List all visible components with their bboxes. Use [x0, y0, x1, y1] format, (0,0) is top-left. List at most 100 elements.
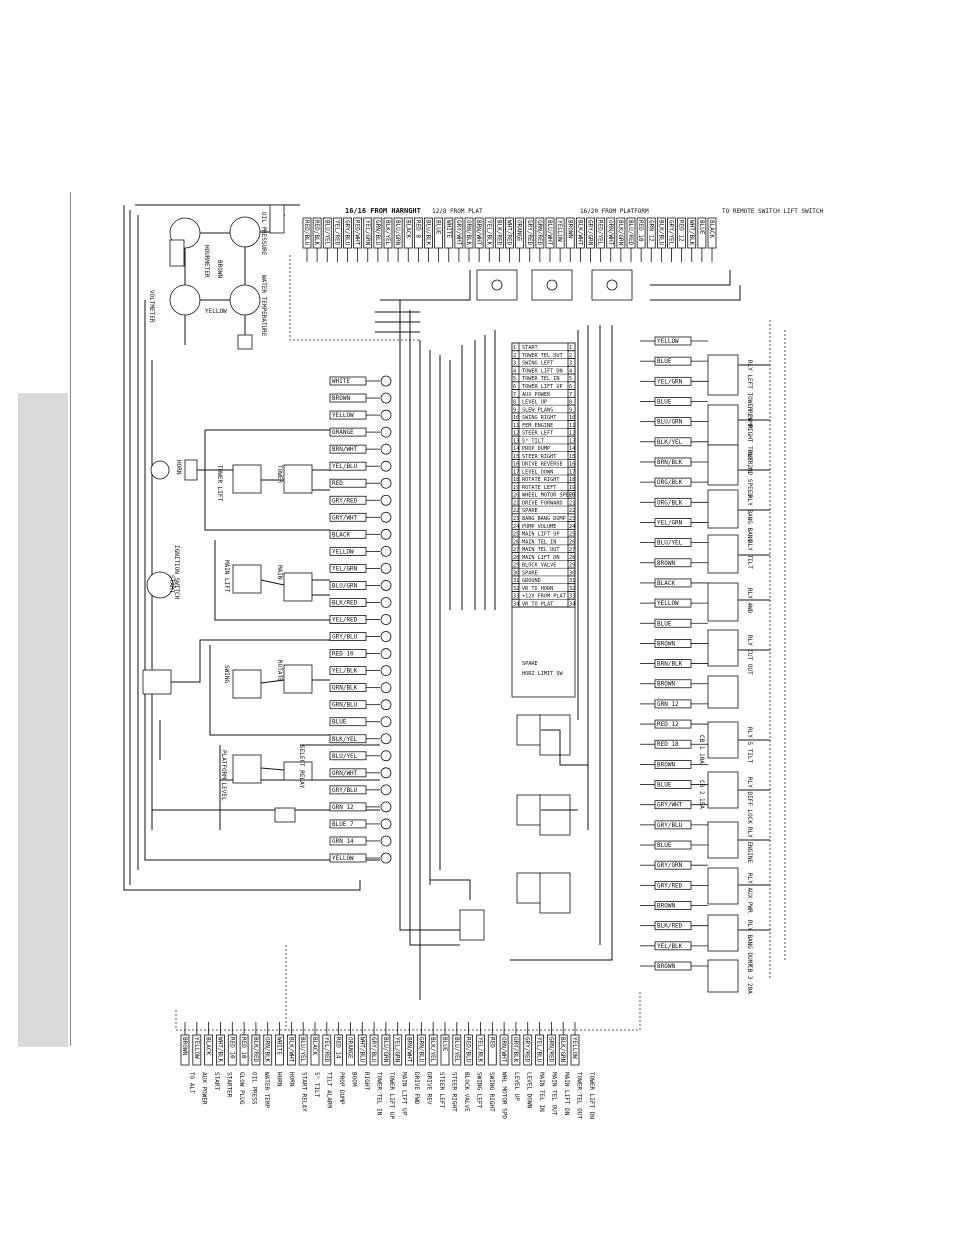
wire-label-text: BLK/GRN	[559, 1037, 566, 1063]
wire-label-text: YEL/BLU	[332, 463, 358, 470]
connector-pin-icon	[380, 716, 392, 728]
connector-pin-icon	[380, 784, 392, 796]
bottom-function-label: DRIVE FWD	[413, 1072, 420, 1105]
terminal-lower-label: SPARE	[522, 661, 538, 667]
terminal-number: 34	[569, 601, 575, 607]
relay-m3	[516, 872, 542, 904]
wire-label: ORN/BLK	[464, 217, 474, 249]
connector-pin-icon	[380, 852, 392, 864]
wire-label-text: BLACK	[332, 531, 350, 538]
wire-label: RED/WHT	[353, 217, 363, 249]
wire-label-text: BROWN	[657, 963, 675, 970]
wire-label-text: BROWN	[332, 395, 350, 402]
connector-pin-icon	[380, 767, 392, 779]
wire-label-text: BLU/YEL	[657, 540, 683, 547]
terminal-number: 31	[513, 578, 519, 584]
wire-label-text: YELLOW	[556, 220, 563, 242]
voltmeter-gauge-icon	[169, 284, 201, 316]
wire-label-text: RED 14	[335, 1037, 342, 1059]
relay-r11	[707, 821, 739, 859]
terminal-number: 10	[569, 415, 575, 421]
terminal-label: TOWER LIFT UP	[522, 384, 563, 390]
wire-label-text: YEL/GRN	[332, 565, 358, 572]
wire-label: GRY/RED	[523, 1034, 533, 1066]
tower-label: TOWER	[276, 465, 283, 483]
terminal-label: TOWER TEL OUT	[522, 353, 563, 359]
wire-label-text: WHITE	[332, 378, 350, 385]
wire-label: YELLOW	[192, 1034, 202, 1066]
wire-label: BROWN	[180, 1034, 190, 1066]
wire-label: GRY/YEL	[667, 217, 676, 249]
terminal-label: GROUND	[522, 578, 541, 584]
relay-r4-label: RLY BANG BANG	[746, 495, 753, 542]
wire-label: BLUE 7	[329, 819, 367, 829]
wire-label-text: ORN/WHT	[607, 220, 614, 246]
voltmeter-label: VOLTMETER	[148, 290, 155, 323]
rotate-valve	[283, 664, 313, 694]
wire-label: RED/BLU	[464, 1034, 474, 1066]
relay-r7-label: RLY CUT OUT	[746, 635, 753, 675]
terminal-label: TOWER TEL IN	[522, 376, 559, 382]
connector-pin-icon	[380, 545, 392, 557]
connector-pin-icon	[380, 818, 392, 830]
relay-r7	[707, 629, 739, 667]
bottom-function-label: PROP DUMP	[338, 1072, 345, 1105]
wire-label: BLU/GRN	[393, 217, 403, 249]
terminal-label: BANG BANG DUMP	[522, 516, 566, 522]
wire-label: BRN/WHT	[474, 217, 484, 249]
wire-label-text: BRN/BLK	[657, 661, 683, 668]
wire-label: ORANGE	[346, 1034, 355, 1066]
start-label: START	[168, 575, 175, 593]
wire-label: GRN 12	[646, 217, 656, 249]
wire-label: ORANGE	[329, 427, 367, 437]
terminal-number: 2	[569, 353, 572, 359]
connector-pin-icon	[380, 426, 392, 438]
relay-r6	[707, 582, 739, 622]
wire-label-text: YELLOW	[332, 548, 354, 555]
wire-label: BLU/YEL	[322, 217, 332, 249]
terminal-label: VR TO PLAT	[522, 601, 553, 607]
wire-label: GRY/BLU	[343, 217, 352, 249]
wire-label-text: GRY/WHT	[657, 802, 683, 809]
wire-label: BLUE	[434, 217, 444, 249]
terminal-label: ROTATE LEFT	[522, 485, 556, 491]
wire-label: BLU/BLK	[424, 217, 433, 249]
wire-label: ORN/WHT	[606, 217, 616, 249]
wire-label-text: YELLOW	[657, 338, 679, 345]
relay-r3	[707, 444, 739, 486]
wire-label: BROWN	[565, 217, 575, 249]
tower-lift-label: TOWER LIFT	[216, 465, 223, 502]
terminal-lower-label: HORZ LIMIT SW	[522, 671, 563, 677]
wire-label-text: YEL/GRN	[394, 1037, 401, 1063]
wire-label: BROWN	[654, 759, 692, 769]
wire-label: BLUE	[697, 217, 707, 249]
wire-label: BROWN	[654, 639, 692, 648]
terminal-number: 8	[569, 400, 572, 406]
relay-r13	[707, 914, 739, 952]
wire-label-text: BLUE	[657, 842, 672, 849]
terminal-number: 5	[513, 376, 516, 382]
terminal-number: 21	[513, 500, 519, 506]
wire-label-text: YEL/GRN	[657, 378, 683, 385]
wire-label: YEL/BLU	[535, 1034, 544, 1066]
wire-label-text: ORG/BLK	[657, 499, 683, 506]
wire-label-text: BLU/YEL	[299, 1037, 306, 1063]
wire-label-text: BROWN	[657, 761, 675, 768]
terminal-number: 28	[569, 555, 575, 561]
connector-pin-icon	[380, 801, 392, 813]
wire-label: BRN/BLK	[654, 659, 692, 668]
wire-label-text: GRY/BLU	[657, 822, 683, 829]
terminal-number: 32	[569, 586, 575, 592]
bottom-function-label: WATER TEMP	[263, 1072, 270, 1109]
oil-pressure-label: OIL PRESSURE	[260, 212, 267, 256]
wire-label: YELLOW	[329, 410, 367, 420]
wire-label: BLUE	[654, 840, 692, 850]
connector-pin-icon	[380, 665, 392, 677]
bottom-function-label: RIGHT	[363, 1072, 370, 1090]
wire-label: BROWN	[654, 558, 692, 568]
